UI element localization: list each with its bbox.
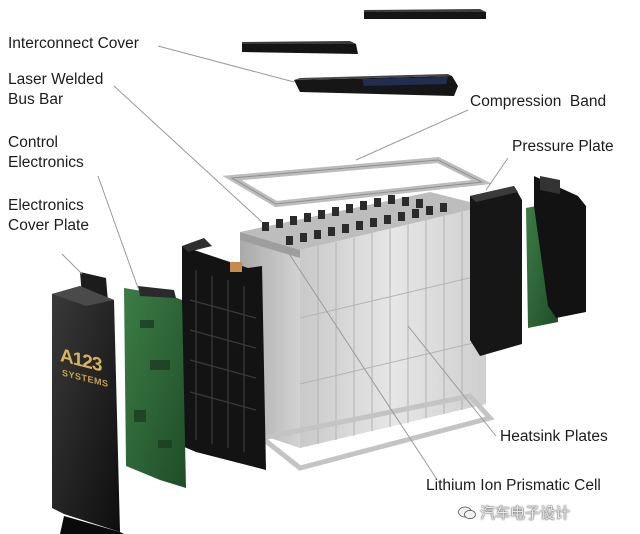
watermark-text: 汽车电子设计 [480,504,571,522]
label-electronics-cover-plate: Electronics Cover Plate [8,196,89,236]
watermark: 汽车电子设计 [458,500,634,526]
compression-band-upper [222,156,493,208]
a123-logo: A123 SYSTEMS [60,345,116,429]
label-pressure-plate: Pressure Plate [512,138,614,155]
interconnect-cover-main-piece [294,74,458,96]
leader-control-electronics [97,175,139,289]
label-interconnect-cover: Interconnect Cover [8,35,139,52]
interconnect-cover-top-piece [364,9,486,19]
leader-interconnect-cover [157,45,295,83]
control-electronics-housing [182,238,266,470]
right-end-cover [534,176,586,318]
label-cover-line-2: Cover Plate [8,217,89,234]
label-laser-welded-bus-bar: Laser Welded Bus Bar [8,70,103,110]
label-control-electronics: Control Electronics [8,133,84,173]
wechat-icon [458,506,476,520]
leader-lithium-cell [283,245,437,479]
leader-electronics-cover [61,253,83,275]
label-cover-line-1: Electronics [8,197,84,214]
compression-band-lower [256,393,495,471]
label-bus-bar-line-1: Laser Welded [8,71,104,88]
label-bus-bar-line-2: Bus Bar [8,91,64,108]
leader-bus-bar [113,85,263,223]
label-compression-band: Compression Band [470,93,607,110]
interconnect-cover-mid-piece [242,41,358,54]
electronics-cover-plate [52,272,124,534]
leader-heatsink [407,325,497,437]
lithium-ion-cell-block [240,192,487,448]
label-control-line-2: Electronics [8,154,84,171]
control-electronics-pcb [124,286,186,488]
label-lithium-ion-cell: Lithium Ion Prismatic Cell [426,477,601,494]
label-control-line-1: Control [8,134,58,151]
leader-pressure-plate [485,157,509,191]
label-heatsink-plates: Heatsink Plates [500,428,608,445]
leader-compression-band [355,109,469,161]
leader-lines [61,45,509,479]
pressure-plate [470,186,522,356]
